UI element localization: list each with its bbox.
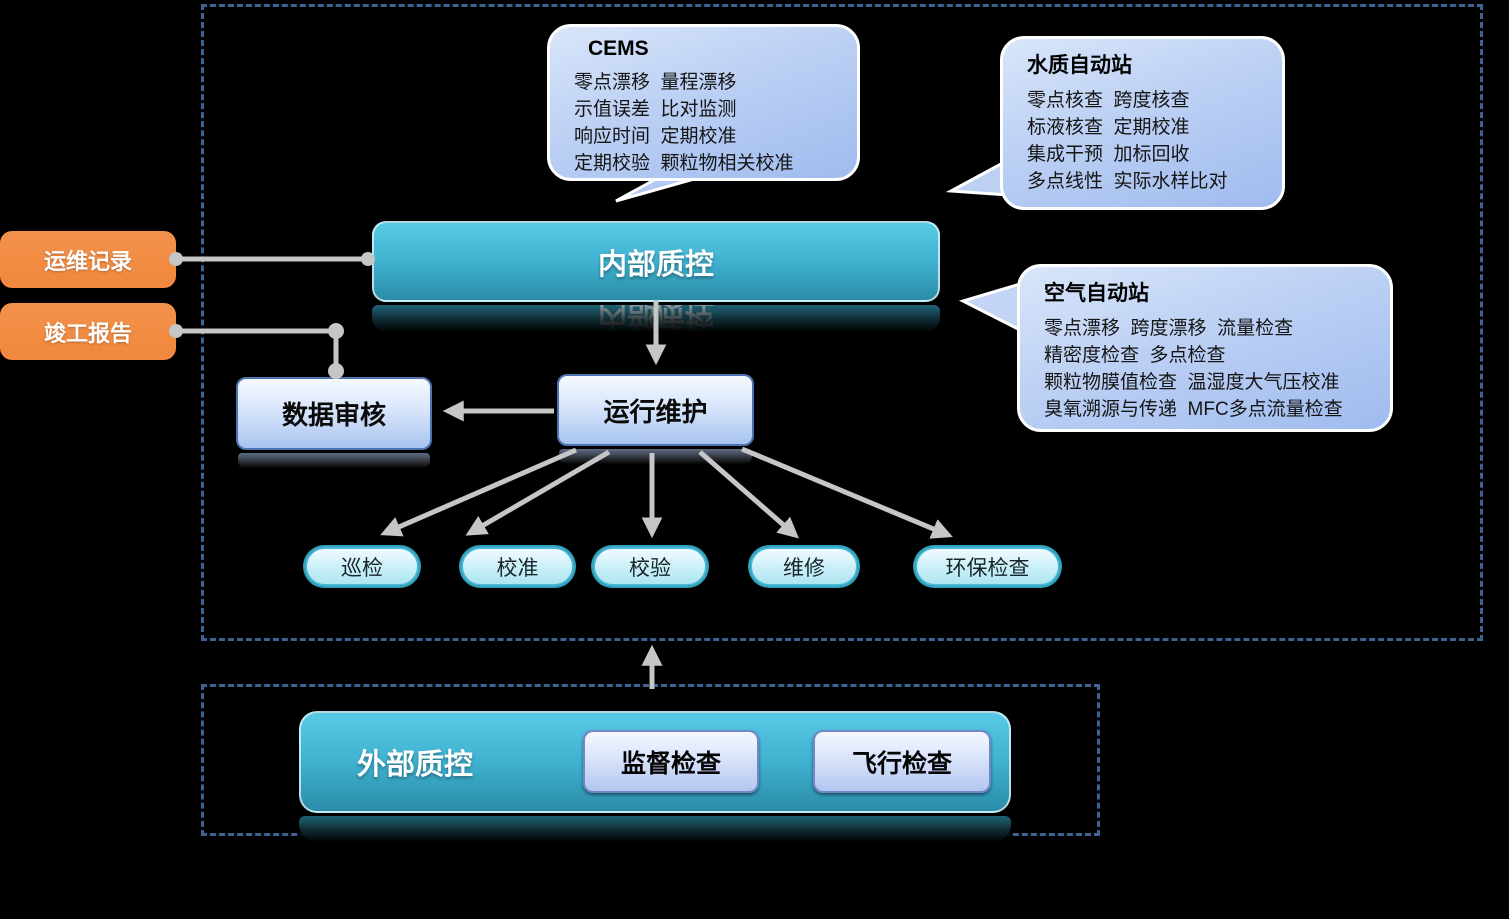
operation-record-label: 运维记录 — [0, 231, 176, 288]
data-review-reflection — [238, 453, 430, 470]
air-station-callout-line: 零点漂移 跨度漂移 流量检查 — [1044, 318, 1294, 339]
task-pill-env-check: 环保检查 — [915, 547, 1060, 586]
supervision-check-text: 监督检查 — [620, 749, 721, 778]
internal-qc-group-frame — [201, 4, 1483, 641]
task-pill-repair: 维修 — [750, 547, 858, 586]
water-station-callout-line: 集成干预 加标回收 — [1027, 144, 1190, 165]
cems-callout-line: 响应时间 定期校准 — [574, 126, 737, 147]
task-pill-text: 校准 — [496, 556, 539, 580]
internal-qc-banner: 内部质控 — [372, 221, 940, 302]
water-station-callout-title: 水质自动站 — [1027, 54, 1132, 77]
water-station-callout-line: 标液核查 定期校准 — [1027, 117, 1190, 138]
external-qc-banner-reflection — [299, 816, 1011, 842]
flight-check-box: 飞行检查 — [813, 730, 991, 793]
completion-report-text: 竣工报告 — [43, 320, 132, 346]
cems-callout-title: CEMS — [588, 37, 649, 60]
air-station-callout-bubble: 空气自动站 零点漂移 跨度漂移 流量检查 精密度检查 多点检查 颗粒物膜值检查 … — [1017, 264, 1393, 432]
air-station-callout-line: 精密度检查 多点检查 — [1044, 345, 1226, 366]
task-pill-text: 环保检查 — [945, 556, 1030, 580]
task-pill-text: 校验 — [629, 556, 671, 580]
internal-qc-title: 内部质控 — [597, 248, 714, 281]
data-review-text: 数据审核 — [281, 400, 386, 430]
cems-callout-bubble: CEMS 零点漂移 量程漂移 示值误差 比对监测 响应时间 定期校准 定期校验 … — [547, 24, 860, 181]
supervision-check-box: 监督检查 — [583, 730, 759, 793]
operation-record-text: 运维记录 — [43, 248, 132, 274]
flight-check-text: 飞行检查 — [851, 749, 952, 778]
task-pill-calibration: 校准 — [461, 547, 574, 586]
task-pill-inspection: 巡检 — [305, 547, 419, 586]
water-station-callout-line: 多点线性 实际水样比对 — [1027, 171, 1228, 192]
operation-maintenance-text: 运行维护 — [603, 396, 708, 427]
operation-maintenance-reflection — [559, 449, 752, 466]
cems-callout-line: 零点漂移 量程漂移 — [574, 72, 737, 93]
cems-callout-line: 示值误差 比对监测 — [574, 99, 737, 120]
water-station-callout-line: 零点核查 跨度核查 — [1027, 90, 1190, 111]
internal-qc-banner-reflection: 内部质控 — [372, 305, 940, 332]
completion-report-label: 竣工报告 — [0, 303, 176, 360]
external-qc-title: 外部质控 — [357, 749, 474, 781]
task-pill-text: 维修 — [783, 556, 825, 580]
water-station-callout-bubble: 水质自动站 零点核查 跨度核查 标液核查 定期校准 集成干预 加标回收 多点线性… — [1000, 36, 1285, 210]
task-pill-text: 巡检 — [341, 556, 383, 580]
air-station-callout-line: 颗粒物膜值检查 温湿度大气压校准 — [1044, 372, 1340, 393]
air-station-callout-title: 空气自动站 — [1044, 282, 1149, 305]
cems-callout-line: 定期校验 颗粒物相关校准 — [574, 153, 794, 174]
task-pill-verification: 校验 — [593, 547, 707, 586]
operation-maintenance-node: 运行维护 — [557, 374, 754, 446]
data-review-node: 数据审核 — [236, 377, 432, 450]
air-station-callout-line: 臭氧溯源与传递 MFC多点流量检查 — [1044, 399, 1343, 420]
